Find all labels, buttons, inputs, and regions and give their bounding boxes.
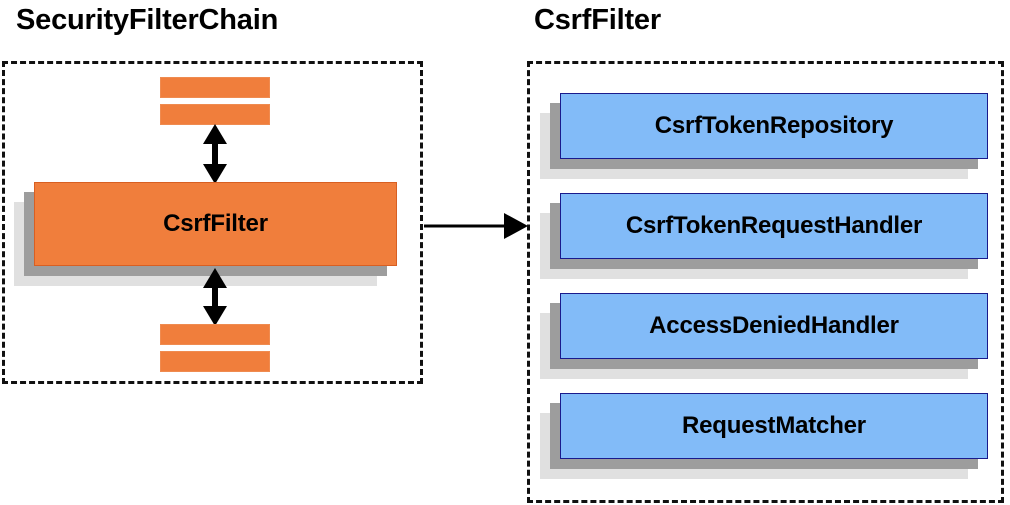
csrf-filter-card-label: CsrfFilter — [34, 182, 397, 266]
component-card-access-denied-handler[interactable]: AccessDeniedHandler — [540, 293, 988, 379]
csrf-filter-container — [527, 61, 1004, 503]
filter-chain-arrow-above — [203, 124, 227, 184]
security-filter-chain-container — [2, 61, 423, 384]
component-card-label: CsrfTokenRepository — [560, 93, 988, 159]
component-card-label: RequestMatcher — [560, 393, 988, 459]
component-card-csrf-token-repository[interactable]: CsrfTokenRepository — [540, 93, 988, 179]
collapsed-filter-bar-below-1 — [160, 324, 270, 345]
left-panel-title: SecurityFilterChain — [16, 4, 279, 36]
collapsed-filter-bar-above-2 — [160, 104, 270, 125]
component-card-label: CsrfTokenRequestHandler — [560, 193, 988, 259]
right-panel-title: CsrfFilter — [534, 4, 661, 36]
csrf-filter-card[interactable]: CsrfFilter — [14, 182, 397, 286]
component-card-csrf-token-request-handler[interactable]: CsrfTokenRequestHandler — [540, 193, 988, 279]
filter-chain-arrow-below — [203, 268, 227, 326]
component-card-label: AccessDeniedHandler — [560, 293, 988, 359]
csrf-filter-expansion-arrow — [424, 213, 528, 239]
collapsed-filter-bar-above-1 — [160, 77, 270, 98]
component-card-request-matcher[interactable]: RequestMatcher — [540, 393, 988, 479]
collapsed-filter-bar-below-2 — [160, 351, 270, 372]
